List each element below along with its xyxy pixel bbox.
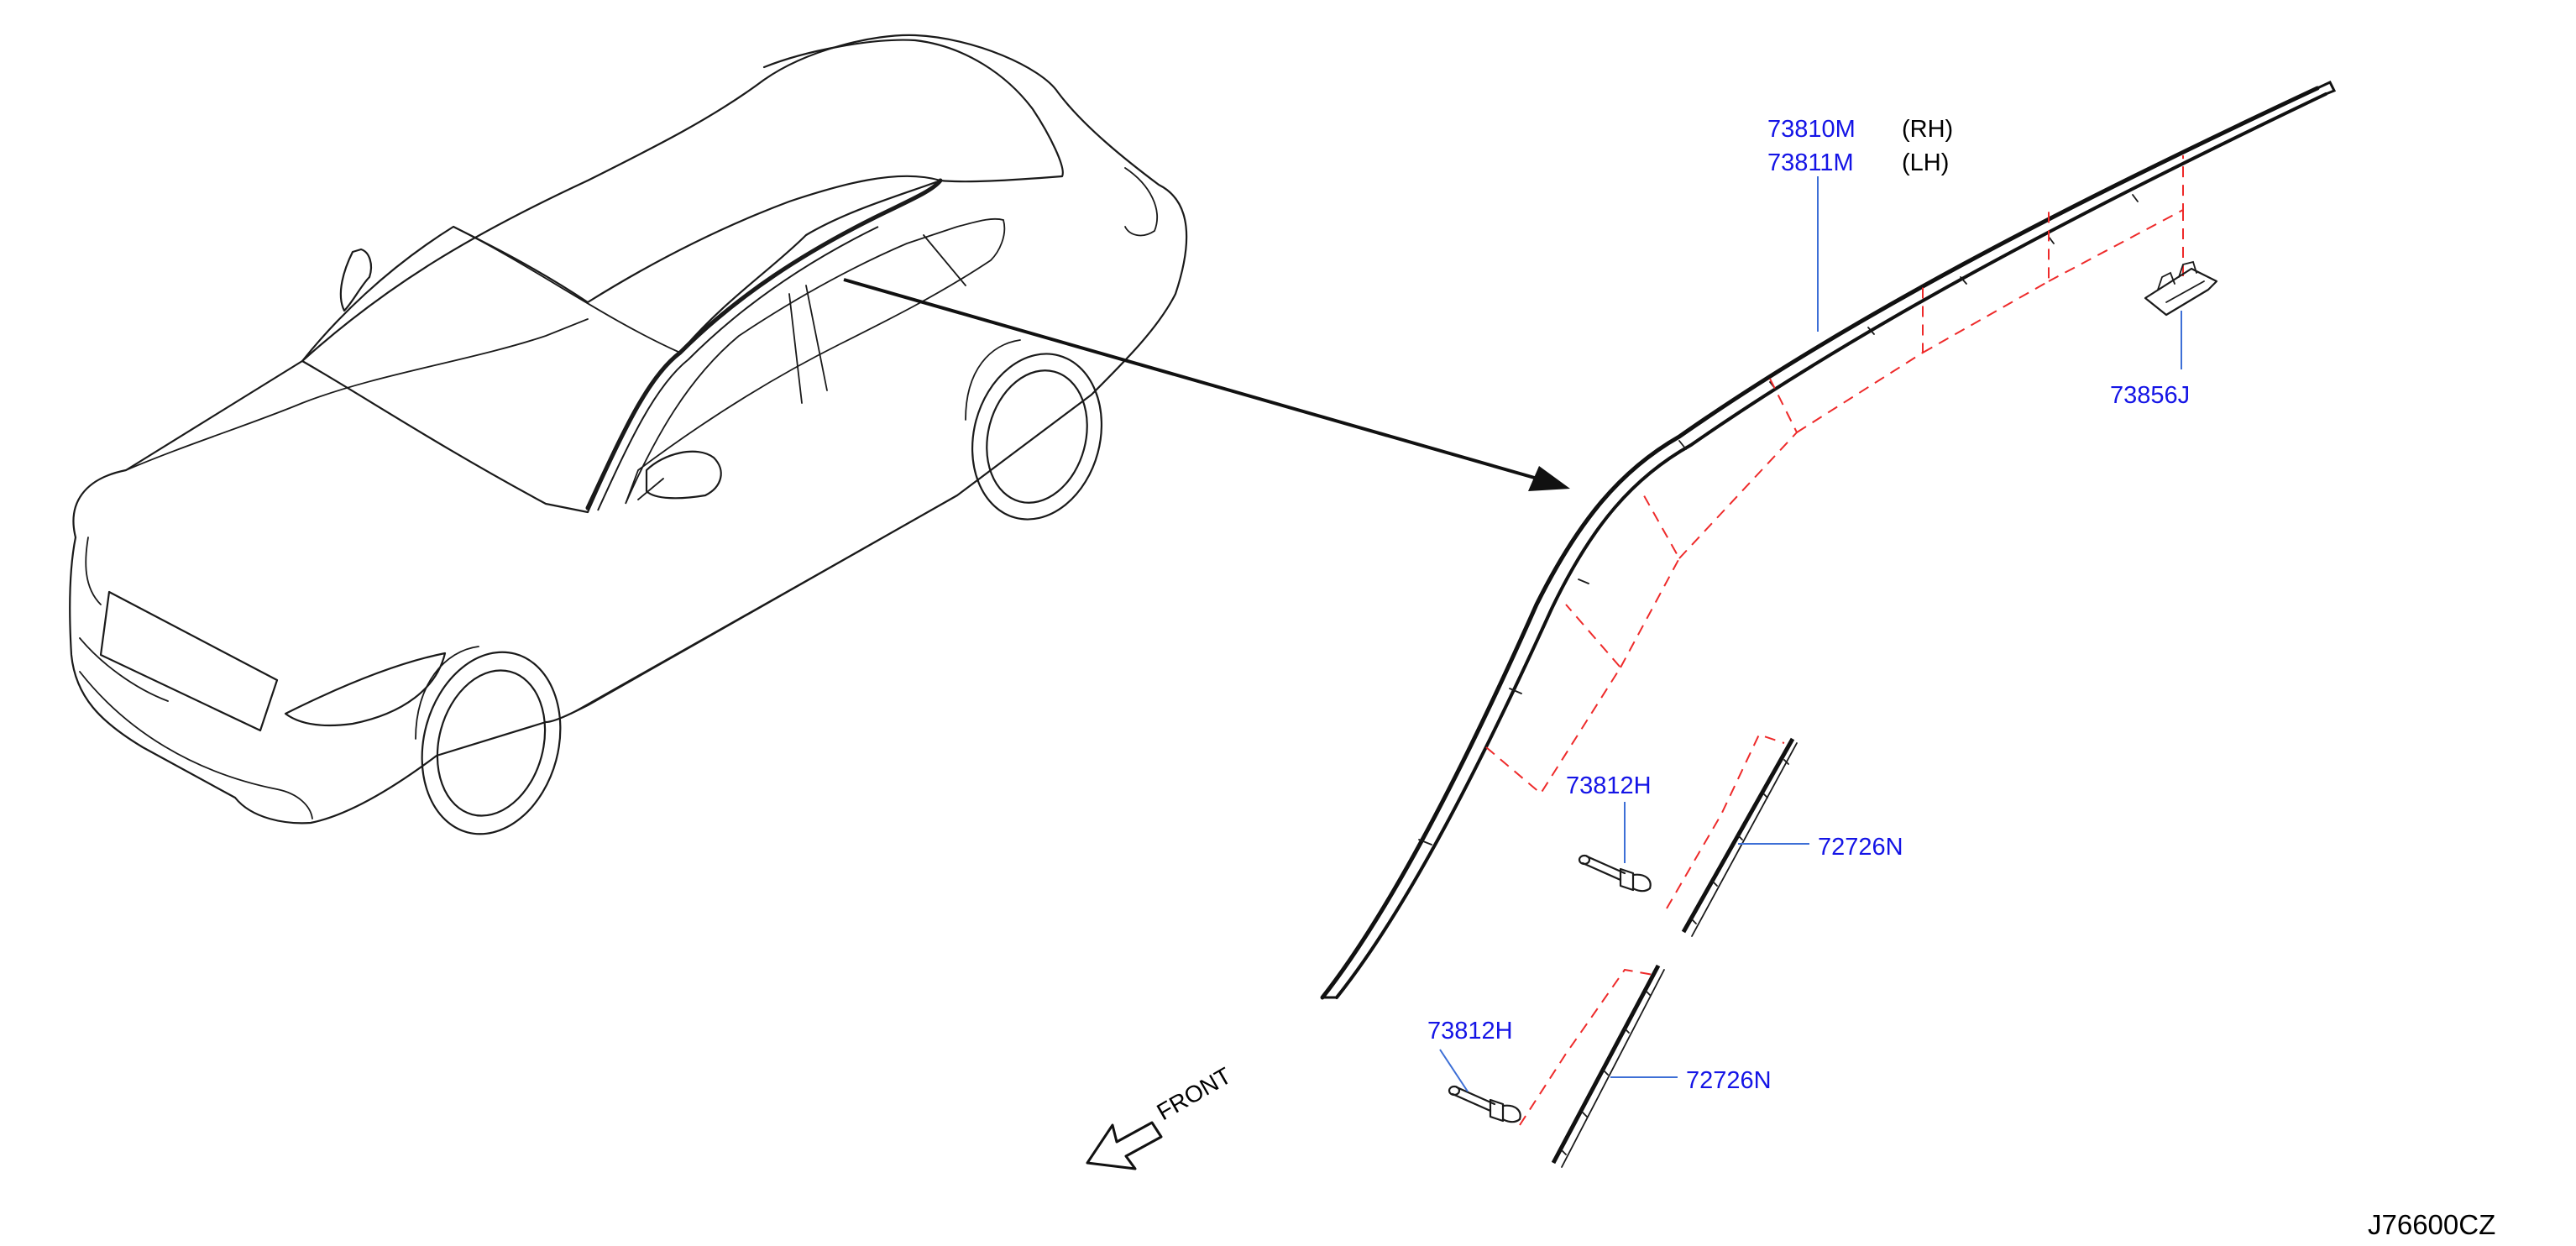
seal-lower-part [1551, 964, 1665, 1168]
fastener-lower-part [1448, 1085, 1521, 1123]
leader-lines [1439, 176, 2182, 1092]
label-73812H-upper[interactable]: 73812H [1566, 772, 1652, 799]
seal-upper-part [1681, 737, 1798, 937]
pillar-molding [1320, 81, 2337, 1000]
diagram-id: J76600CZ [2368, 1209, 2495, 1240]
front-arrow-icon [1086, 1121, 1163, 1170]
label-72726N-lower[interactable]: 72726N [1686, 1067, 1772, 1094]
assembly-guide-lines [1485, 155, 2184, 1126]
label-73811M[interactable]: 73811M [1767, 149, 1854, 176]
label-73812H-lower[interactable]: 73812H [1427, 1018, 1513, 1044]
label-73810M[interactable]: 73810M [1767, 116, 1856, 143]
clip-part [2144, 260, 2218, 317]
front-indicator: FRONT [1086, 1062, 1236, 1170]
label-72726N-upper[interactable]: 72726N [1818, 834, 1903, 861]
front-label: FRONT [1153, 1062, 1236, 1125]
vehicle-illustration [69, 34, 1188, 835]
detail-pointer-arrow [843, 278, 1570, 491]
label-73856J[interactable]: 73856J [2110, 382, 2190, 409]
label-side-lh: (LH) [1902, 149, 1949, 176]
label-side-rh: (RH) [1902, 116, 1953, 143]
part-labels: 73810M (RH) 73811M (LH) 73856J 73812H 72… [1427, 116, 2190, 1094]
fastener-upper-part [1578, 854, 1652, 893]
